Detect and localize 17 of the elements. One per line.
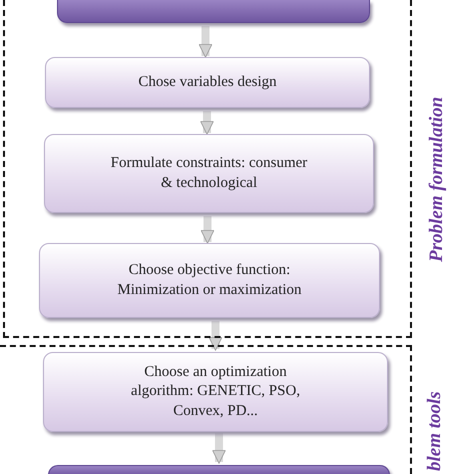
box-text: Choose objective function: Minimization or maximization xyxy=(116,261,303,300)
process-box xyxy=(39,243,380,318)
block-arrow xyxy=(208,321,222,351)
process-box xyxy=(48,465,390,474)
process-box xyxy=(43,352,388,432)
process-box xyxy=(44,134,374,213)
block-arrow xyxy=(200,111,214,135)
block-arrow xyxy=(198,26,212,58)
section-label: Problem formulation xyxy=(426,96,448,262)
box-text: Formulate constraints: consumer & technological xyxy=(110,154,308,192)
process-box xyxy=(45,57,370,108)
block-arrow xyxy=(212,433,226,464)
box-text: Choose an optimization algorithm: GENETIC, PSO, Convex, PD... xyxy=(130,362,302,421)
block-arrow xyxy=(200,216,214,244)
process-box xyxy=(57,0,370,23)
box-text: Chose variables design xyxy=(138,72,277,92)
section-label: blem tools xyxy=(424,391,446,471)
